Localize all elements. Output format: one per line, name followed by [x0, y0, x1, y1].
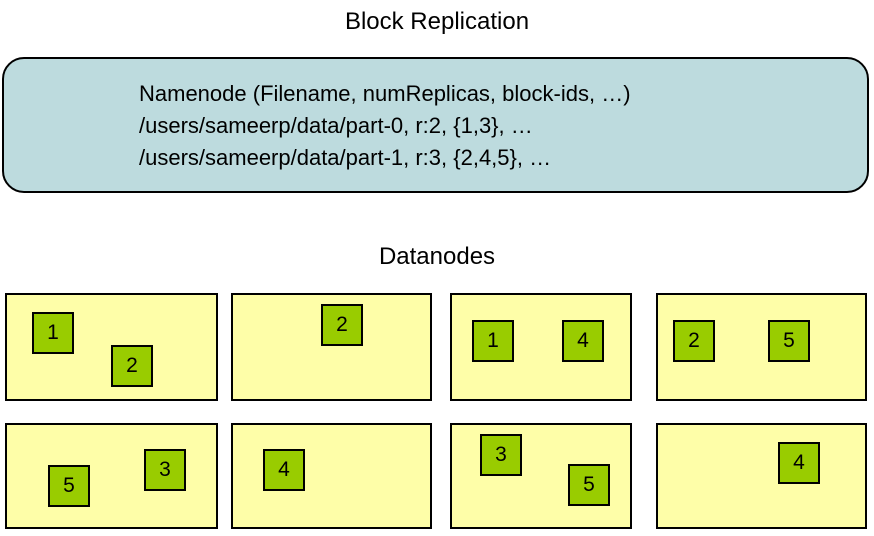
datanode-box: 2 5	[656, 293, 867, 401]
block-square: 2	[673, 320, 715, 362]
datanode-box: 3 5	[450, 423, 632, 529]
block-square: 3	[144, 449, 186, 491]
block-square: 2	[321, 304, 363, 346]
block-square: 3	[480, 434, 522, 476]
namenode-box: Namenode (Filename, numReplicas, block-i…	[2, 57, 869, 193]
block-square: 4	[562, 320, 604, 362]
namenode-file-entry: /users/sameerp/data/part-0, r:2, {1,3}, …	[139, 113, 533, 138]
datanode-box: 4	[231, 423, 432, 529]
block-square: 1	[472, 320, 514, 362]
namenode-header-line: Namenode (Filename, numReplicas, block-i…	[139, 81, 631, 106]
block-square: 5	[48, 465, 90, 507]
block-square: 4	[263, 449, 305, 491]
namenode-file-entry: /users/sameerp/data/part-1, r:3, {2,4,5}…	[139, 145, 552, 170]
namenode-text: Namenode (Filename, numReplicas, block-i…	[139, 78, 631, 174]
block-square: 1	[32, 312, 74, 354]
block-square: 5	[768, 320, 810, 362]
datanode-box: 1 2	[5, 293, 218, 401]
block-square: 4	[778, 442, 820, 484]
datanodes-label: Datanodes	[378, 243, 496, 270]
block-square: 2	[111, 345, 153, 387]
datanode-box: 4	[656, 423, 867, 529]
diagram-title: Block Replication	[344, 8, 530, 35]
block-square: 5	[568, 464, 610, 506]
datanode-box: 5 3	[5, 423, 218, 529]
datanode-box: 1 4	[450, 293, 632, 401]
datanode-box: 2	[231, 293, 432, 401]
